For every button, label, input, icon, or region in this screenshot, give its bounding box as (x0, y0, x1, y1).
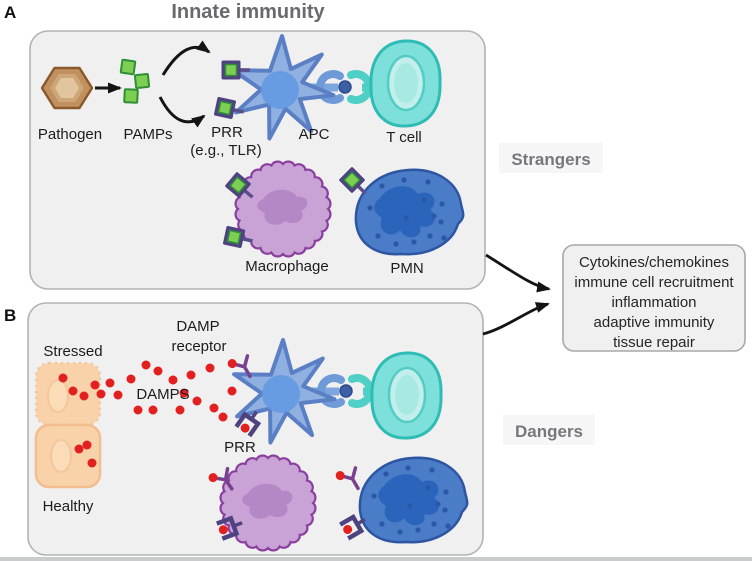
prr-example-label: (e.g., TLR) (190, 142, 261, 159)
damp-dots (58, 360, 237, 468)
panel-b-to-output-arrow (482, 302, 550, 336)
output-box-bg (562, 244, 746, 352)
t-cell-b (370, 351, 443, 440)
apc-label: APC (299, 126, 330, 143)
output-box: Cytokines/chemokines immune cell recruit… (562, 244, 746, 352)
pathogen-label: Pathogen (38, 126, 102, 143)
strangers-tag-bg (499, 143, 603, 173)
panel-b-letter: B (4, 306, 16, 325)
dangers-tag-bg (503, 415, 595, 445)
stressed-label: Stressed (43, 343, 102, 360)
pmn-cell-b (358, 456, 469, 544)
output-line-4: adaptive immunity (594, 314, 715, 331)
pamps-label: PAMPs (124, 126, 173, 143)
bottom-edge-line (0, 557, 752, 561)
pamp-to-prr-upper-arrow (161, 40, 211, 76)
panel-a: Pathogen PAMPs PRR (e.g., TLR) APC T cel… (29, 30, 486, 290)
pathogen (40, 66, 94, 110)
figure-title: Innate immunity (171, 1, 325, 23)
healthy-cell (34, 423, 102, 489)
output-line-5: tissue repair (613, 334, 695, 351)
stressed-cell (34, 361, 102, 427)
output-line-3: inflammation (611, 294, 696, 311)
damp-receptor-label-line1: DAMP (176, 318, 219, 335)
output-line-1: Cytokines/chemokines (579, 254, 729, 271)
healthy-label: Healthy (43, 498, 94, 515)
pmn-label: PMN (390, 260, 423, 277)
damp-receptor-label-line2: receptor (171, 338, 226, 355)
panel-a-to-output-arrow (485, 253, 551, 293)
strangers-tag: Strangers (511, 150, 590, 169)
t-cell-label: T cell (386, 129, 422, 146)
pamp-to-prr-lower-arrow (158, 96, 206, 128)
damps-label: DAMPS (136, 386, 189, 403)
prr-label: PRR (211, 124, 243, 141)
dangers-tag: Dangers (515, 422, 583, 441)
t-cell (369, 39, 442, 128)
panel-b: DAMP receptor Stressed DAMPS PRR Healthy (27, 302, 484, 556)
macrophage-label: Macrophage (245, 258, 328, 275)
pmn-cell (354, 168, 465, 256)
output-line-2: immune cell recruitment (574, 274, 734, 291)
panel-a-letter: A (4, 3, 16, 22)
prr-label-b: PRR (224, 439, 256, 456)
